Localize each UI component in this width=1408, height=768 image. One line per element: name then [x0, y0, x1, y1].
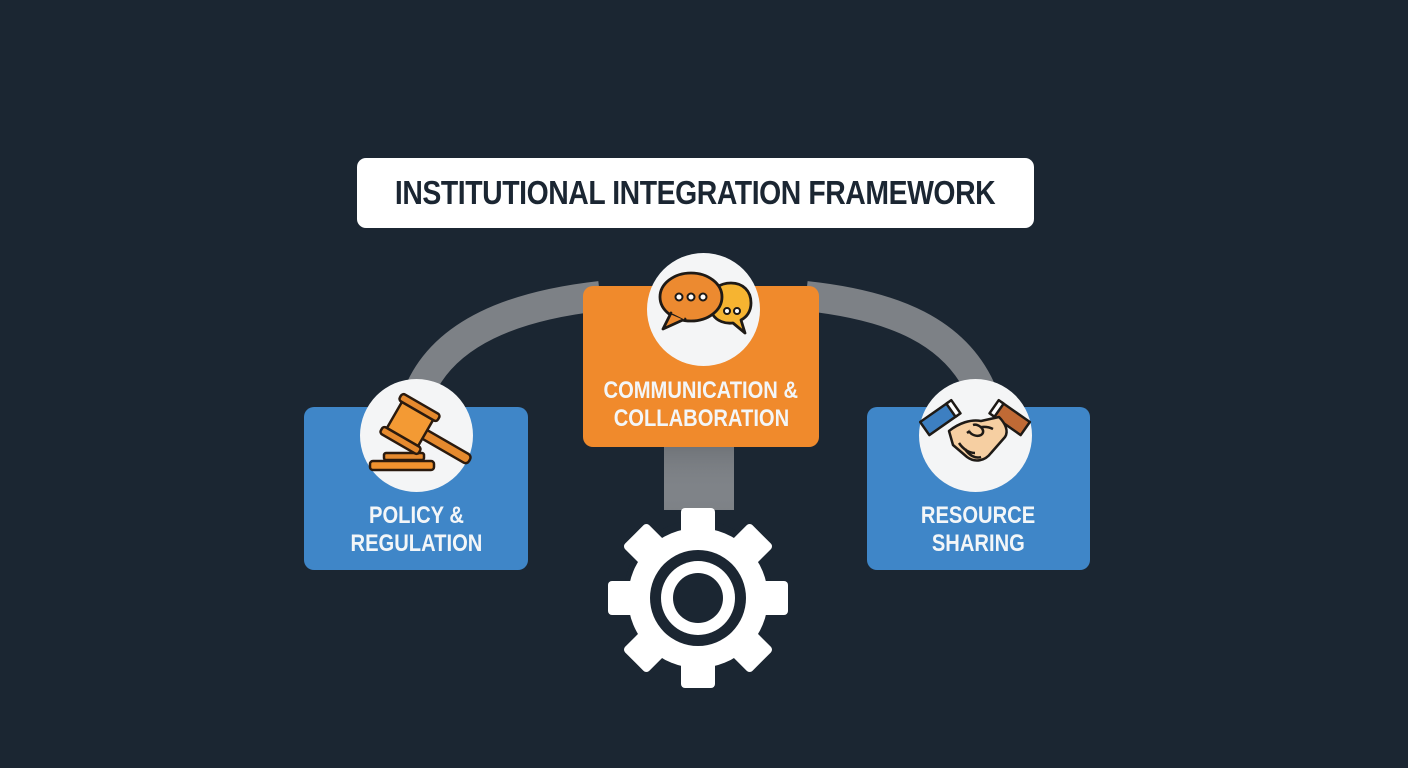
node-label-line1: POLICY &	[368, 502, 464, 529]
node-label-line1: COMMUNICATION &	[603, 377, 799, 404]
node-label-line2: COLLABORATION	[613, 405, 789, 432]
gavel-icon-badge	[360, 379, 473, 492]
node-label-line2: SHARING	[932, 530, 1025, 557]
chat-icon-badge	[647, 253, 760, 366]
node-label-line1: RESOURCE	[921, 502, 1036, 529]
handshake-icon-badge	[919, 379, 1032, 492]
node-label-line2: REGULATION	[350, 530, 482, 557]
diagram-title: INSTITUTIONAL INTEGRATION FRAMEWORK	[395, 174, 996, 211]
gavel-icon	[368, 392, 472, 472]
handshake-icon	[919, 398, 1032, 462]
title-banner: INSTITUTIONAL INTEGRATION FRAMEWORK	[357, 158, 1034, 228]
chat-bubbles-icon	[658, 271, 753, 335]
